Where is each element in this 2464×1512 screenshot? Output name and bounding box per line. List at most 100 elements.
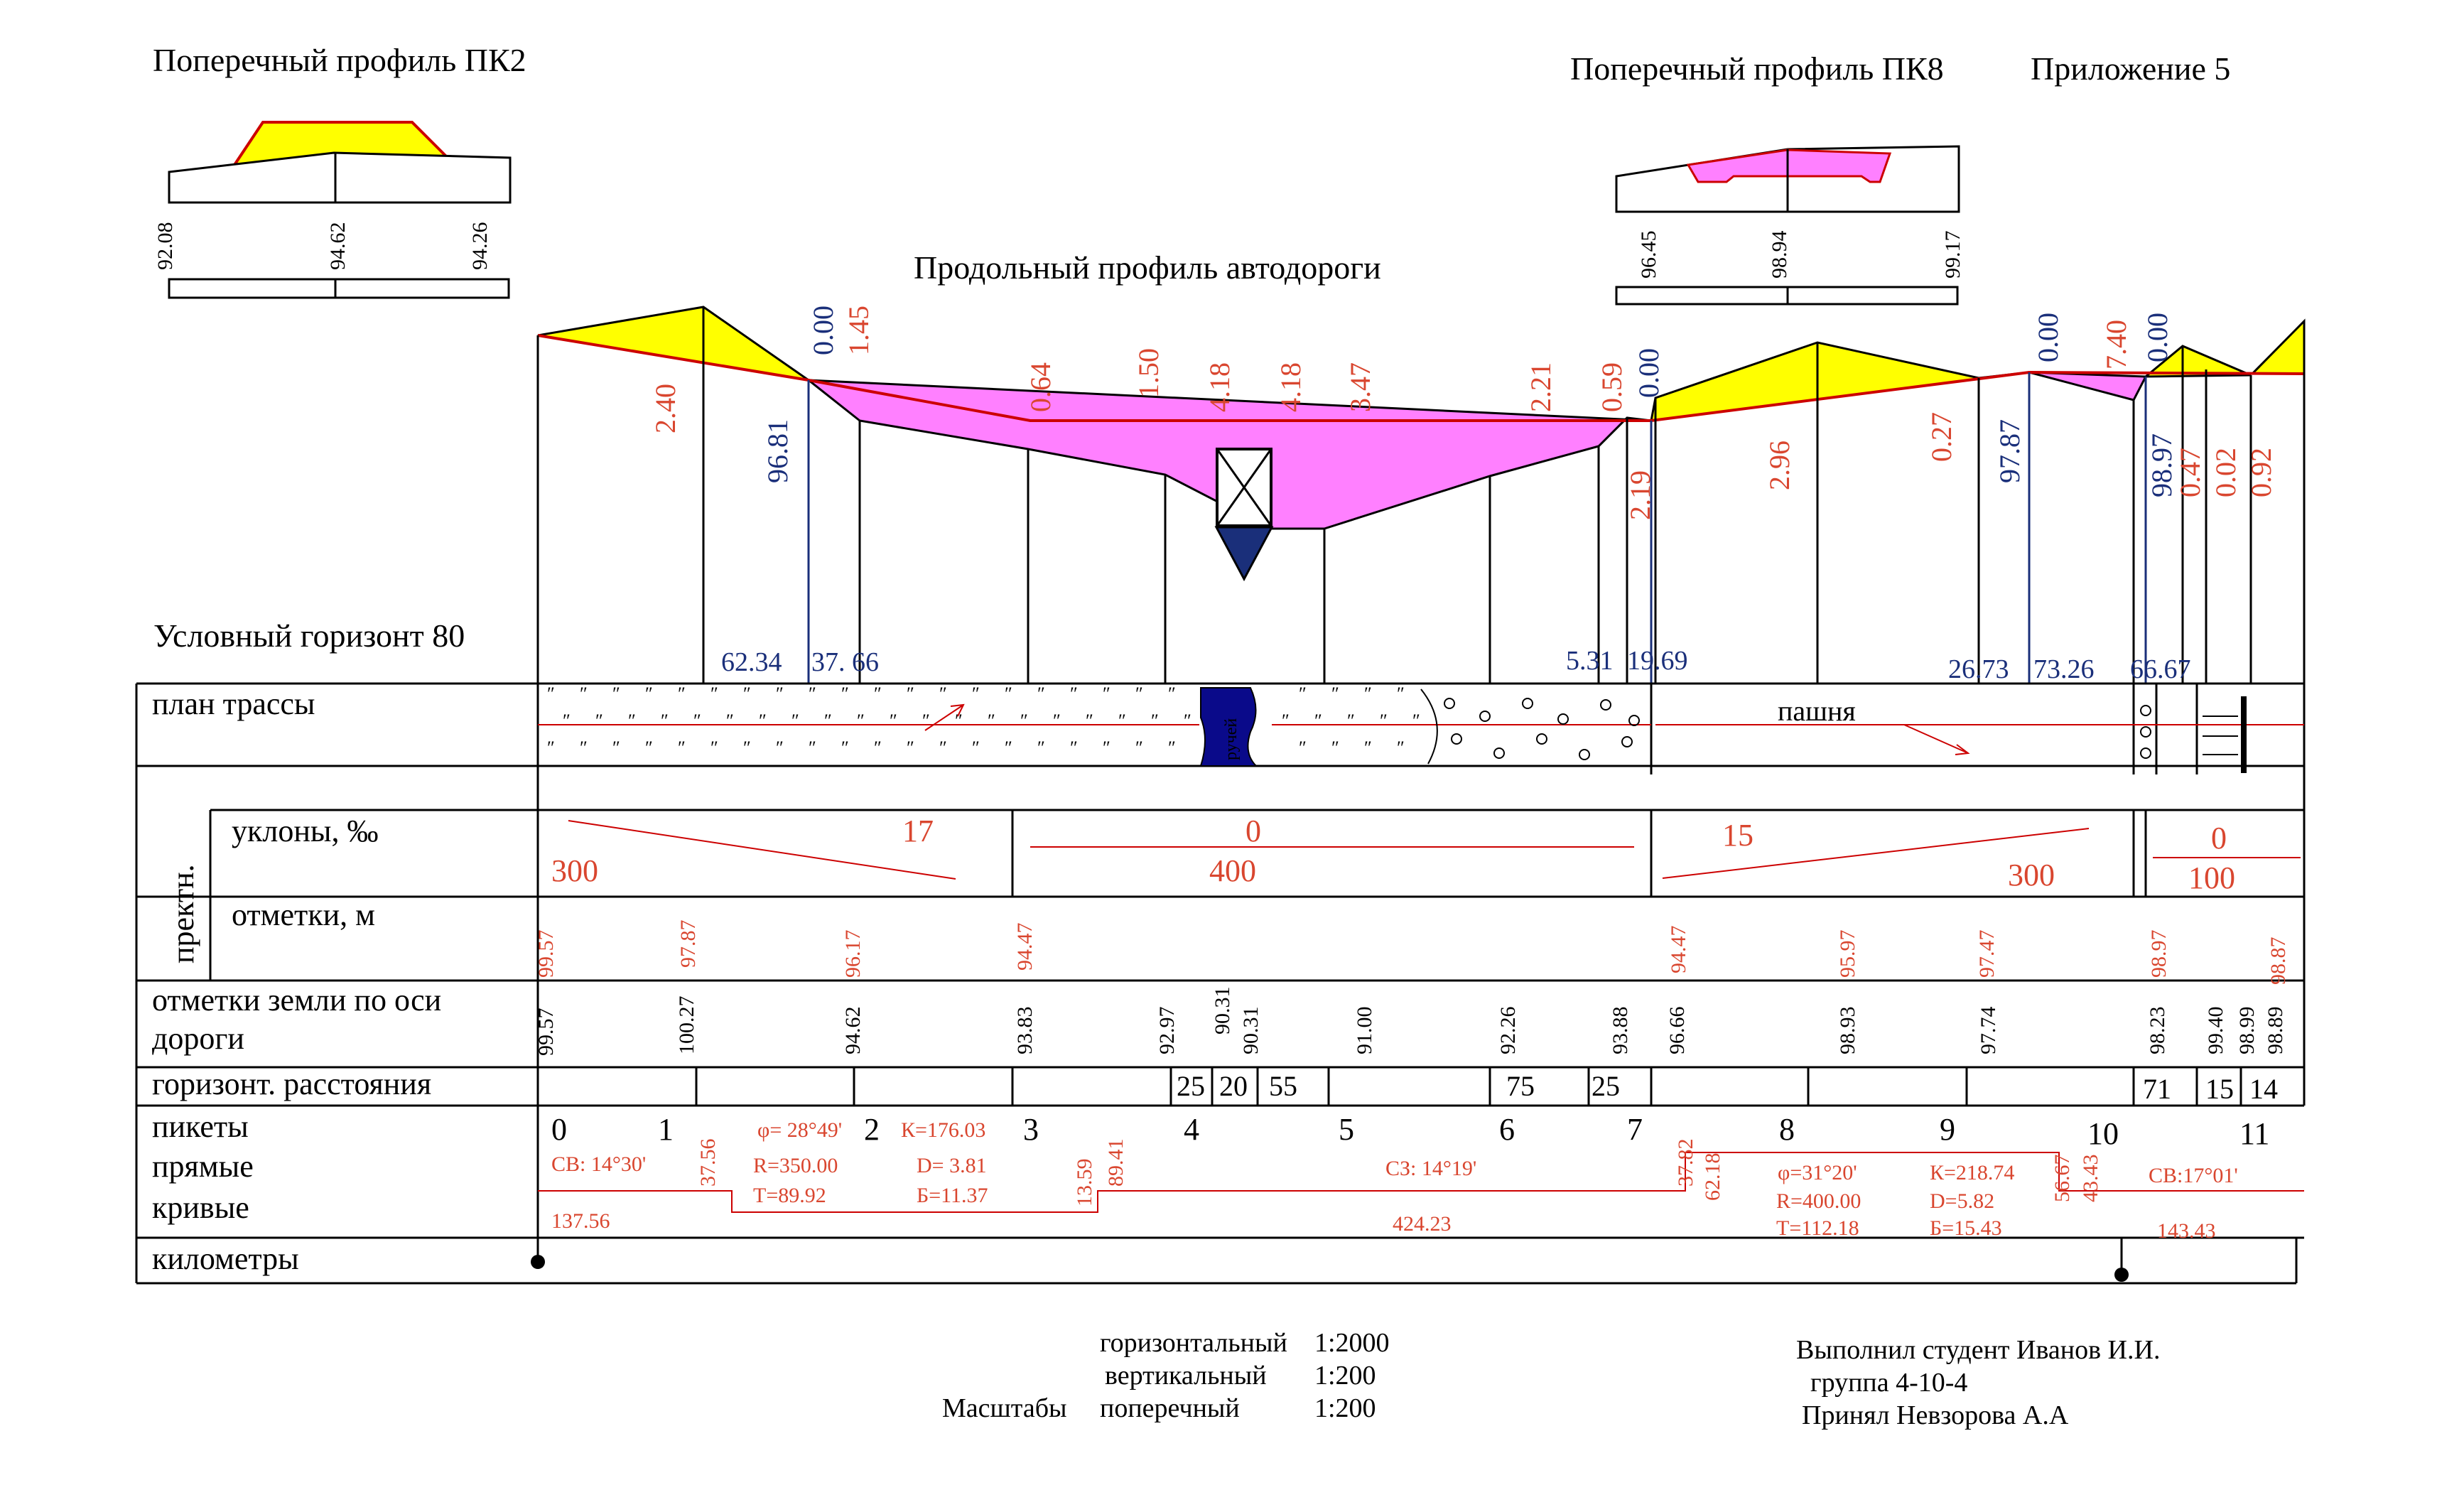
zero-distance: 66.67: [2130, 654, 2191, 684]
soil-hatch: ″: [1037, 738, 1045, 758]
soil-hatch: ″: [776, 684, 784, 704]
scale-h-name: горизонтальный: [1100, 1328, 1287, 1358]
zero-mark: 0.00: [2032, 313, 2064, 362]
soil-hatch: ″: [678, 684, 686, 704]
ground-mark: 97.74: [1977, 1007, 2000, 1055]
gravel-mark: [1579, 749, 1590, 760]
work-mark: 0.27: [1925, 412, 1957, 462]
soil-hatch: ″: [710, 738, 718, 758]
soil-hatch: ″: [1103, 684, 1111, 704]
soil-hatch: ″: [841, 684, 849, 704]
ground-mark: 94.62: [841, 1007, 865, 1055]
soil-hatch: ″: [1331, 684, 1339, 704]
ground-mark: 92.97: [1155, 1007, 1179, 1055]
work-mark: 1.45: [843, 306, 875, 355]
design-mark: 98.97: [2147, 930, 2171, 978]
work-mark: 4.18: [1204, 362, 1236, 412]
soil-hatch: ″: [1364, 738, 1372, 758]
appendix-label: Приложение 5: [2031, 50, 2230, 87]
gravel-mark: [2140, 705, 2151, 716]
longitudinal-title: Продольный профиль автодороги: [914, 249, 1381, 286]
zero-distance: 26.73: [1948, 654, 2009, 684]
soil-hatch: ″: [743, 684, 751, 704]
work-mark: 1.50: [1133, 348, 1165, 398]
slope-value: 0: [2211, 821, 2227, 855]
picket-number: 2: [864, 1112, 880, 1147]
embankment-fill: [2249, 318, 2306, 375]
design-grade-line: [537, 334, 2305, 422]
scale-label: Масштабы: [942, 1393, 1067, 1423]
soil-hatch: ″: [710, 684, 718, 704]
soil-hatch: ″: [1070, 684, 1078, 704]
ground-mark: 98.93: [1836, 1007, 1859, 1055]
zero-mark: 98.97: [2146, 433, 2178, 497]
row-label-ground-2: дороги: [152, 1021, 244, 1056]
straight-length: 424.23: [1393, 1212, 1452, 1236]
scale-c-value: 1:200: [1314, 1393, 1376, 1423]
picket-number: 8: [1779, 1112, 1795, 1147]
cross-left-ground: [168, 151, 512, 204]
cross-left-mark: 92.08: [153, 222, 177, 271]
picket-number: 9: [1940, 1112, 1955, 1147]
soil-hatch: ″: [1299, 738, 1307, 758]
zero-mark: 0.00: [807, 306, 839, 355]
zero-mark: 0.00: [1633, 348, 1665, 398]
soil-hatch: ″: [922, 711, 930, 731]
soil-hatch: ″: [1005, 738, 1012, 758]
distance-value: 25: [1592, 1070, 1620, 1102]
soil-hatch: ″: [1005, 684, 1012, 704]
soil-hatch: ″: [776, 738, 784, 758]
soil-hatch: ″: [678, 738, 686, 758]
cross-section-right: 96.45 98.94 99.17: [1615, 145, 1965, 306]
distance-value: 25: [1177, 1070, 1205, 1102]
horizon-label: Условный горизонт 80: [153, 617, 465, 654]
straight-bearing: СЗ: 14°19': [1385, 1157, 1476, 1180]
scale-v-value: 1:200: [1314, 1361, 1376, 1390]
soil-hatch: ″: [1103, 738, 1111, 758]
cross-left-mark: 94.26: [468, 222, 492, 271]
soil-hatch: ″: [1412, 711, 1420, 731]
soil-hatch: ″: [612, 684, 620, 704]
ground-mark: 98.99: [2235, 1007, 2259, 1055]
soil-hatch: ″: [759, 711, 767, 731]
soil-hatch: ″: [1184, 711, 1192, 731]
soil-hatch: ″: [1314, 711, 1322, 731]
soil-hatch: ″: [1070, 738, 1078, 758]
soil-hatch: ″: [693, 711, 701, 731]
gravel-mark: [1600, 699, 1611, 711]
picket-plus: 89.41: [1104, 1139, 1128, 1187]
row-label-marks: отметки, м: [232, 897, 375, 932]
ground-mark: 99.57: [534, 1008, 558, 1057]
ground-mark: 93.88: [1609, 1007, 1632, 1055]
design-mark: 94.47: [1667, 926, 1690, 974]
gravel-mark: [1493, 747, 1505, 759]
ground-mark: 98.89: [2264, 1007, 2287, 1055]
soil-hatch: ″: [1364, 684, 1372, 704]
picket-plus: 37.82: [1674, 1139, 1697, 1187]
slope-value: 15: [1722, 818, 1754, 853]
soil-hatch: ″: [1086, 711, 1093, 731]
soil-hatch: ″: [809, 684, 816, 704]
gravel-mark: [1444, 698, 1455, 709]
gravel-mark: [1621, 736, 1633, 747]
soil-hatch: ″: [824, 711, 832, 731]
distance-value: 15: [2205, 1073, 2234, 1105]
distance-value: 55: [1269, 1070, 1297, 1102]
ground-mark: 92.26: [1496, 1007, 1520, 1055]
culvert-text: ручей: [1222, 718, 1241, 760]
soil-hatch: ″: [1380, 711, 1388, 731]
soil-hatch: ″: [547, 684, 555, 704]
zero-distance: 62.34: [721, 647, 782, 677]
slopes-row: 17 300 0 400 15 300 0 100: [551, 814, 2301, 895]
ground-mark: 99.40: [2204, 1007, 2227, 1055]
soil-hatch: ″: [580, 684, 588, 704]
design-mark: 95.97: [1836, 930, 1859, 978]
alignment-diagram: [538, 1152, 2304, 1213]
curve-param: Б=11.37: [917, 1184, 988, 1207]
design-mark: 96.17: [841, 930, 865, 978]
soil-hatch: ″: [726, 711, 734, 731]
curve-param: Б=15.43: [1930, 1216, 2002, 1240]
picket-number: 10: [2087, 1116, 2119, 1151]
work-mark: 0.92: [2245, 448, 2277, 497]
soil-hatch: ″: [645, 684, 653, 704]
